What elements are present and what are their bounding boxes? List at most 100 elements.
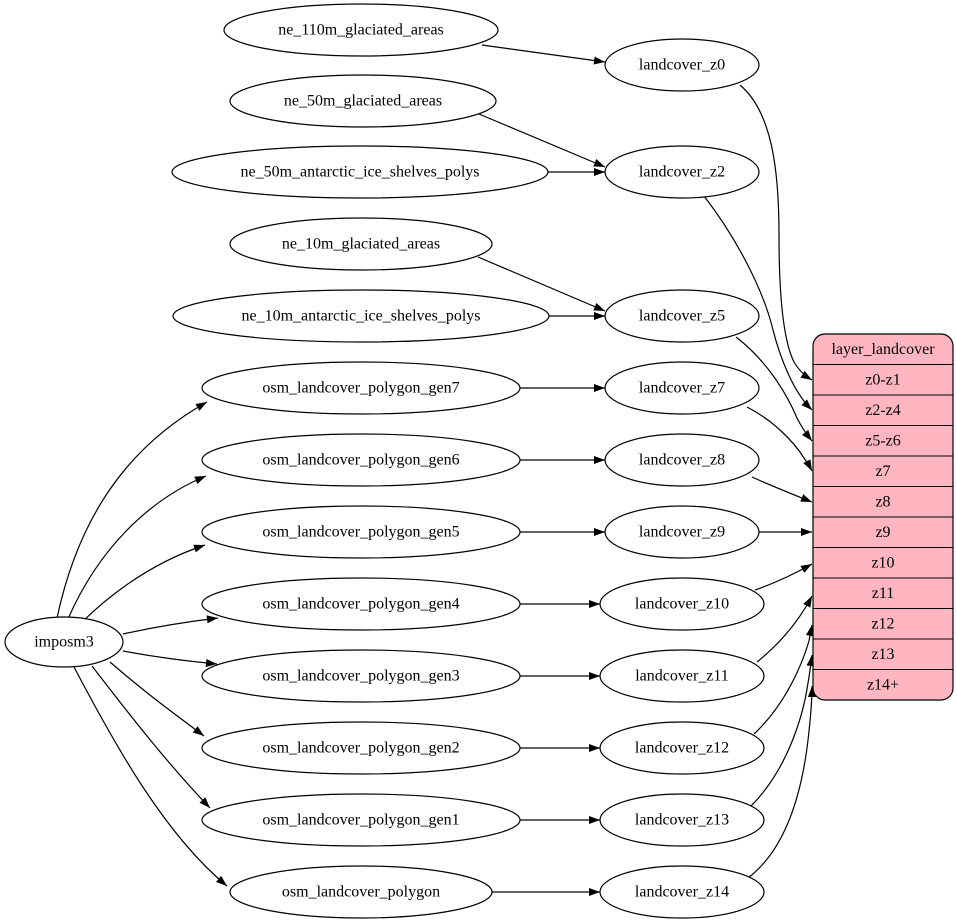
node-landcover_z9-shape [604,505,760,559]
node-imposm3: imposm3 [4,616,124,668]
node-landcover_z8-label: landcover_z8 [639,452,725,469]
arrowhead-osm_landcover_polygon_gen5--landcover_z9 [594,528,605,536]
node-osm_landcover_polygon_gen3-label: osm_landcover_polygon_gen3 [262,668,459,685]
node-ne_50m_antarctic_ice_shelves_polys-shape [171,145,549,199]
node-ne_110m_glaciated_areas-shape [223,3,499,57]
node-landcover_z7-shape [604,361,760,415]
arrowhead-imposm3--osm_landcover_polygon_gen3 [205,658,217,667]
node-landcover_z9-label: landcover_z9 [639,524,725,541]
node-ne_10m_glaciated_areas-shape [229,217,493,271]
table-row-z2-z4: z2-z4 [865,402,901,419]
edge-landcover_z14--row-z14+ [747,685,813,879]
arrowhead-osm_landcover_polygon--landcover_z14 [589,888,600,896]
node-landcover_z13-shape [599,793,765,847]
arrowhead-imposm3--osm_landcover_polygon_gen2 [192,726,204,736]
edge-imposm3--osm_landcover_polygon [73,666,228,887]
node-osm_landcover_polygon_gen2-shape [201,721,521,775]
table-row-z5-z6: z5-z6 [865,432,901,449]
table-row-z0-z1: z0-z1 [865,371,901,388]
node-osm_landcover_polygon_gen1-shape [201,793,521,847]
node-osm_landcover_polygon_gen5-label: osm_landcover_polygon_gen5 [262,524,459,541]
arrowhead-landcover_z9--row-z9 [801,528,812,536]
node-landcover_z10-label: landcover_z10 [635,596,729,613]
arrowhead-osm_landcover_polygon_gen6--landcover_z8 [594,456,605,464]
table-layer_landcover: layer_landcoverz0-z1z2-z4z5-z6z7z8z9z10z… [812,333,954,701]
arrowhead-landcover_z14--row-z14+ [807,686,816,698]
node-osm_landcover_polygon-label: osm_landcover_polygon [282,884,440,901]
node-landcover_z11-shape [599,649,765,703]
node-osm_landcover_polygon_gen7-shape [201,361,521,415]
node-landcover_z13-label: landcover_z13 [635,812,729,829]
node-osm_landcover_polygon_gen4-shape [201,577,521,631]
node-landcover_z5: landcover_z5 [604,289,760,343]
arrowhead-landcover_z5--row-z5-z6 [802,429,812,441]
table-row-z10: z10 [871,554,894,571]
node-ne_10m_antarctic_ice_shelves_polys: ne_10m_antarctic_ice_shelves_polys [172,289,550,343]
edge-ne_10m_glaciated_areas--landcover_z5 [477,256,606,312]
node-landcover_z11: landcover_z11 [599,649,765,703]
arrowhead-osm_landcover_polygon_gen2--landcover_z12 [589,744,600,752]
node-landcover_z14: landcover_z14 [599,865,765,919]
node-osm_landcover_polygon_gen7: osm_landcover_polygon_gen7 [201,361,521,415]
node-ne_10m_glaciated_areas-label: ne_10m_glaciated_areas [282,236,440,253]
node-landcover_z12-shape [599,721,765,775]
table-row-z11: z11 [872,585,895,602]
node-osm_landcover_polygon: osm_landcover_polygon [229,865,493,919]
node-osm_landcover_polygon_gen6-label: osm_landcover_polygon_gen6 [262,452,459,469]
node-landcover_z10-shape [599,577,765,631]
node-landcover_z14-label: landcover_z14 [635,884,729,901]
arrowhead-landcover_z8--row-z8 [800,494,812,502]
node-landcover_z9: landcover_z9 [604,505,760,559]
node-landcover_z7: landcover_z7 [604,361,760,415]
node-osm_landcover_polygon_gen5: osm_landcover_polygon_gen5 [201,505,521,559]
arrowhead-ne_50m_glaciated_areas--landcover_z2 [593,159,605,167]
node-ne_50m_antarctic_ice_shelves_polys: ne_50m_antarctic_ice_shelves_polys [171,145,549,199]
arrowhead-imposm3--osm_landcover_polygon_gen5 [193,544,205,553]
edge-imposm3--osm_landcover_polygon_gen6 [67,475,207,620]
node-landcover_z10: landcover_z10 [599,577,765,631]
edge-ne_50m_glaciated_areas--landcover_z2 [478,113,606,168]
arrowhead-ne_10m_antarctic_ice_shelves_polys--landcover_z5 [594,312,605,320]
node-landcover_z14-shape [599,865,765,919]
table-row-z9: z9 [875,524,890,541]
node-landcover_z5-label: landcover_z5 [639,308,725,325]
arrowhead-landcover_z10--row-z10 [800,564,812,573]
node-ne_50m_glaciated_areas-shape [229,74,497,128]
node-landcover_z8: landcover_z8 [604,433,760,487]
node-landcover_z11-label: landcover_z11 [635,668,729,685]
node-landcover_z2: landcover_z2 [604,145,760,199]
node-ne_10m_glaciated_areas: ne_10m_glaciated_areas [229,217,493,271]
edge-imposm3--osm_landcover_polygon_gen1 [91,665,211,809]
edge-imposm3--osm_landcover_polygon_gen7 [56,401,208,619]
arrowhead-osm_landcover_polygon_gen3--landcover_z11 [589,672,600,680]
arrowhead-imposm3--osm_landcover_polygon_gen6 [194,476,206,484]
node-landcover_z5-shape [604,289,760,343]
edge-ne_110m_glaciated_areas--landcover_z0 [481,44,606,63]
table-row-z12: z12 [871,615,894,632]
arrowhead-ne_10m_glaciated_areas--landcover_z5 [593,303,605,311]
node-landcover_z13: landcover_z13 [599,793,765,847]
node-ne_50m_glaciated_areas-label: ne_50m_glaciated_areas [284,93,442,110]
arrowhead-landcover_z2--row-z2-z4 [801,399,812,410]
arrowhead-imposm3--osm_landcover_polygon_gen1 [199,797,210,808]
arrowhead-imposm3--osm_landcover_polygon [215,875,227,886]
node-landcover_z2-label: landcover_z2 [639,164,725,181]
table-row-z7: z7 [875,463,890,480]
arrowhead-imposm3--osm_landcover_polygon_gen7 [195,402,207,411]
node-osm_landcover_polygon_gen5-shape [201,505,521,559]
table-row-z8: z8 [875,493,890,510]
node-landcover_z12-label: landcover_z12 [635,740,729,757]
node-osm_landcover_polygon_gen7-label: osm_landcover_polygon_gen7 [262,380,459,397]
node-ne_110m_glaciated_areas: ne_110m_glaciated_areas [223,3,499,57]
node-ne_50m_glaciated_areas: ne_50m_glaciated_areas [229,74,497,128]
node-osm_landcover_polygon_gen6-shape [201,433,521,487]
edge-imposm3--osm_landcover_polygon_gen2 [109,661,205,737]
arrowhead-landcover_z7--row-z7 [803,459,812,471]
node-ne_50m_antarctic_ice_shelves_polys-label: ne_50m_antarctic_ice_shelves_polys [240,164,479,181]
node-landcover_z12: landcover_z12 [599,721,765,775]
node-osm_landcover_polygon_gen2: osm_landcover_polygon_gen2 [201,721,521,775]
edge-imposm3--osm_landcover_polygon_gen5 [81,544,206,623]
node-osm_landcover_polygon_gen6: osm_landcover_polygon_gen6 [201,433,521,487]
